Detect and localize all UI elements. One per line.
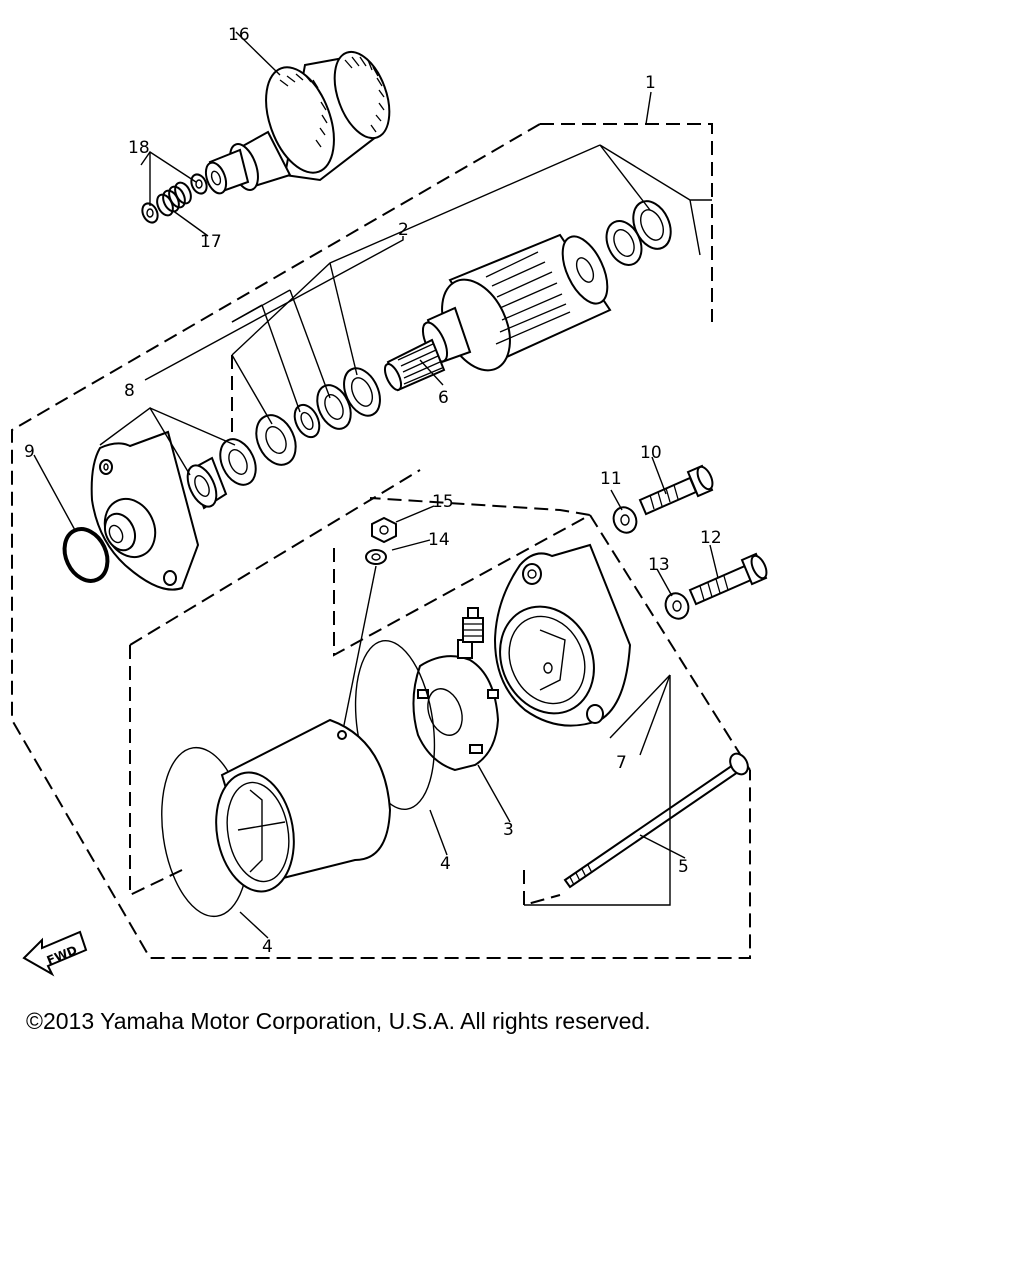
callout-numbers: 16 1 18 17 2 6 8 9 10 11 15 14 12 13 7 3… [24, 25, 722, 957]
starter-clutch [204, 50, 391, 195]
nut-group-outline [333, 497, 594, 657]
callout-4-rear: 4 [440, 854, 451, 874]
callout-9: 9 [24, 442, 35, 462]
callout-12: 12 [700, 528, 722, 548]
callout-6: 6 [438, 388, 449, 408]
copyright-notice: ©2013 Yamaha Motor Corporation, U.S.A. A… [26, 1008, 651, 1034]
callout-15: 15 [432, 492, 454, 512]
callout-3: 3 [503, 820, 514, 840]
shaft-washers [219, 367, 381, 486]
bolts-and-washers [612, 464, 768, 620]
front-cover [90, 430, 228, 591]
armature [383, 233, 612, 392]
nut-and-lock-washer [341, 516, 397, 736]
assembly-outline [11, 123, 751, 959]
callout-13: 13 [648, 555, 670, 575]
gasket-rear [354, 639, 436, 811]
callout-1: 1 [645, 73, 656, 93]
callout-10: 10 [640, 443, 662, 463]
exploded-parts-diagram: FWD 16 1 18 17 2 6 8 9 10 11 15 14 12 13… [11, 25, 768, 977]
leader-lines [33, 31, 719, 939]
through-bolt [563, 752, 749, 889]
yoke [215, 718, 392, 893]
callout-16: 16 [228, 25, 250, 45]
callout-17: 17 [200, 232, 222, 252]
callout-11: 11 [600, 469, 622, 489]
callout-7: 7 [616, 753, 627, 773]
callout-4-front: 4 [262, 937, 273, 957]
callout-2: 2 [398, 220, 409, 240]
rear-cover [493, 543, 632, 727]
callout-8: 8 [124, 381, 135, 401]
fwd-arrow-icon: FWD [22, 930, 88, 977]
callout-14: 14 [428, 530, 450, 550]
callout-5: 5 [678, 857, 689, 877]
armature-end-washers [605, 200, 672, 266]
callout-18: 18 [128, 138, 150, 158]
spring-and-washers [141, 173, 208, 224]
